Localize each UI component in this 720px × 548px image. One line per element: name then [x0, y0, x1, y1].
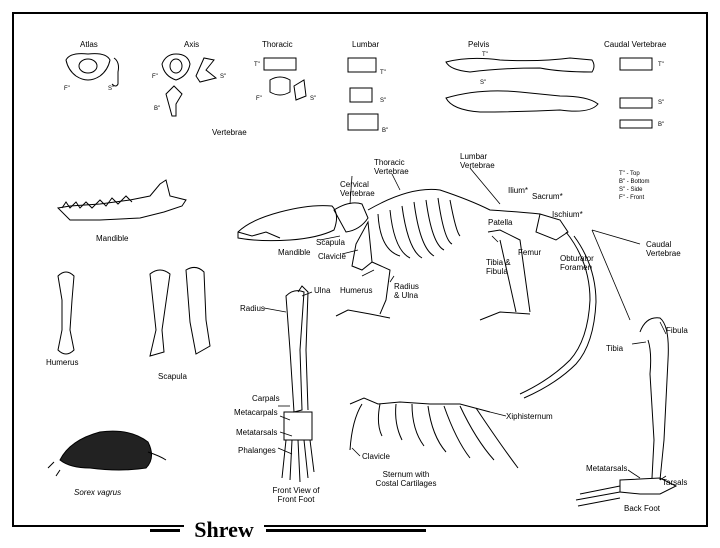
- tibia-label: Tibia: [606, 344, 623, 353]
- caudal-vertebrae-label: Caudal Vertebrae: [604, 40, 666, 49]
- ilium-label: Ilium*: [508, 186, 528, 195]
- phalanges-label: Phalanges: [238, 446, 276, 455]
- radius-ulna-label: Radius & Ulna: [394, 282, 419, 300]
- front-foot-caption: Front View of Front Foot: [273, 486, 320, 504]
- skeleton-clavicle-label: Clavicle: [318, 252, 346, 261]
- humerus-bone: [58, 272, 74, 354]
- cervical-vertebrae-label: Cervical Vertebrae: [340, 180, 375, 198]
- title-rule-right: [266, 529, 426, 532]
- fibula-label: Fibula: [666, 326, 688, 335]
- ischium-label: Ischium*: [552, 210, 583, 219]
- axis-front-tag: F": [152, 74, 158, 81]
- axis-bottom-tag: B": [154, 106, 160, 113]
- sternum-caption: Sternum with Costal Cartilages: [376, 470, 437, 488]
- ulna-label: Ulna: [314, 286, 330, 295]
- scapula-label: Scapula: [158, 372, 187, 381]
- lumbar-top-tag: T": [380, 70, 386, 77]
- skull-mandible-label: Mandible: [278, 248, 310, 257]
- lumbar-label: Lumbar: [352, 40, 379, 49]
- radius-label: Radius: [240, 304, 265, 313]
- atlas-label: Atlas: [80, 40, 98, 49]
- axis-side-tag: S": [220, 74, 226, 81]
- caudal-side-tag: S": [658, 100, 664, 107]
- lumbar-vertebra: [348, 58, 378, 130]
- patella-label: Patella: [488, 218, 512, 227]
- lumbar-vertebrae-label: Lumbar Vertebrae: [460, 152, 495, 170]
- back-foot-caption: Back Foot: [624, 504, 660, 513]
- pelvis-side-tag: S": [480, 80, 486, 87]
- caudal-vertebrae-detail: [620, 58, 652, 128]
- sacrum-label: Sacrum*: [532, 192, 563, 201]
- skeleton-humerus-label: Humerus: [340, 286, 372, 295]
- tarsals-label: Tarsals: [662, 478, 687, 487]
- tibia-fibula-label: Tibia & Fibula: [486, 258, 511, 276]
- legend-side: S" - Side: [619, 186, 649, 194]
- front-metatarsals-label: Metatarsals: [236, 428, 277, 437]
- lumbar-side-tag: S": [380, 98, 386, 105]
- thoracic-top-tag: T": [254, 62, 260, 69]
- shrew-animal-drawing: [48, 431, 166, 476]
- obturator-foramen-label: Obturator Foramen: [560, 254, 594, 272]
- view-legend: T" - Top B" - Bottom S" - Side F" - Fron…: [619, 170, 649, 202]
- femur-label: Femur: [518, 248, 541, 257]
- caudal-top-tag: T": [658, 62, 664, 69]
- thoracic-label: Thoracic: [262, 40, 293, 49]
- back-metatarsals-label: Metatarsals: [586, 464, 627, 473]
- carpals-label: Carpals: [252, 394, 280, 403]
- sternum-clavicle-label: Clavicle: [362, 452, 390, 461]
- lumbar-bottom-tag: B": [382, 128, 388, 135]
- skeleton-scapula-label: Scapula: [316, 238, 345, 247]
- mandible-label: Mandible: [96, 234, 128, 243]
- caudal-vertebrae-tail-label: Caudal Vertebrae: [646, 240, 681, 258]
- leader-lines: [264, 168, 666, 480]
- axis-label: Axis: [184, 40, 199, 49]
- axis-vertebra: [162, 54, 216, 116]
- atlas-side-tag: S": [108, 86, 114, 93]
- back-foot-bones: [576, 318, 676, 506]
- thoracic-side-tag: S": [310, 96, 316, 103]
- xiphisternum-label: Xiphisternum: [506, 412, 553, 421]
- caudal-bottom-tag: B": [658, 122, 664, 129]
- thoracic-vertebrae-label: Thoracic Vertebrae: [374, 158, 409, 176]
- front-foot-bones: [282, 286, 314, 482]
- legend-top: T" - Top: [619, 170, 649, 178]
- pelvis-top-tag: T": [482, 52, 488, 59]
- title-bar: Shrew: [150, 516, 430, 544]
- species-caption: Sorex vagrus: [74, 488, 121, 497]
- atlas-front-tag: F": [64, 86, 70, 93]
- figure-title: Shrew: [184, 516, 264, 544]
- pelvis-bone: [446, 58, 598, 112]
- vertebrae-heading: Vertebrae: [212, 128, 247, 137]
- metacarpals-label: Metacarpals: [234, 408, 278, 417]
- scapula-bone: [150, 267, 210, 356]
- title-rule-left: [150, 529, 180, 532]
- thoracic-vertebra: [264, 58, 306, 100]
- legend-front: F" - Front: [619, 194, 649, 202]
- thoracic-front-tag: F": [256, 96, 262, 103]
- atlas-vertebra: [66, 54, 119, 86]
- mandible-bone: [58, 180, 186, 220]
- humerus-label: Humerus: [46, 358, 78, 367]
- legend-bottom: B" - Bottom: [619, 178, 649, 186]
- pelvis-label: Pelvis: [468, 40, 489, 49]
